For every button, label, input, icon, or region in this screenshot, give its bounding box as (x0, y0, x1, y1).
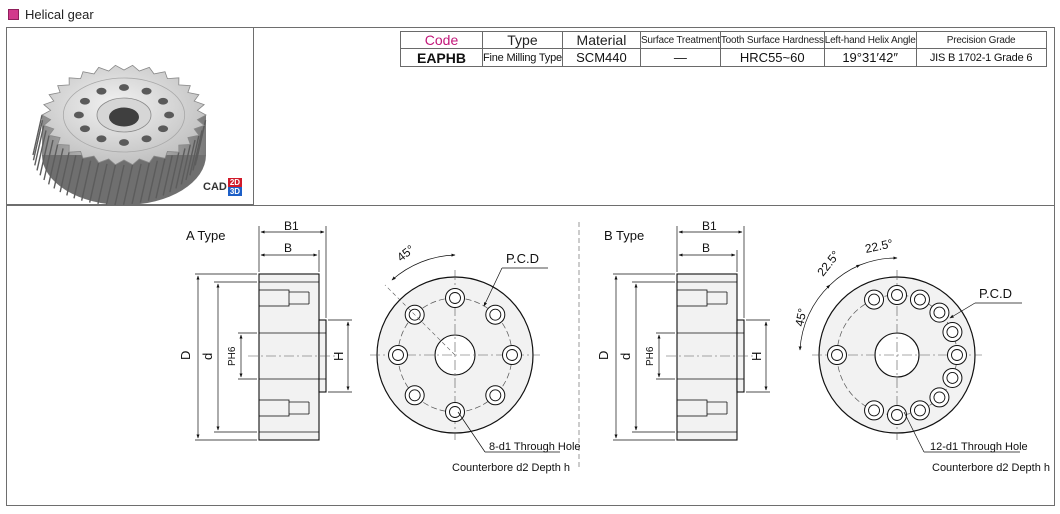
helical-gear-image (32, 64, 207, 205)
b-hole-note: 12-d1 Through Hole (930, 441, 1028, 453)
a-angle-label: 45° (394, 242, 417, 264)
b-angle-label-2: 22.5° (864, 236, 895, 256)
b-type-drawing: B Type B1 B D d PH6 (596, 219, 1050, 474)
a-dim-h: H (331, 352, 346, 361)
table-row: EAPHB Fine Milling Type SCM440 — HRC55~6… (400, 48, 1047, 67)
product-photo (6, 27, 254, 205)
cell-surface-treatment: — (639, 48, 721, 67)
b-dim-b: B (702, 241, 710, 255)
spec-table-header-row: Code Type Material Surface Treatment Too… (400, 31, 1047, 49)
a-dim-d-outer: D (178, 351, 193, 360)
cell-code[interactable]: EAPHB (400, 48, 483, 67)
b-dim-d-inner: d (618, 353, 633, 360)
b-dim-p: PH6 (645, 346, 656, 366)
cad-label: CAD (203, 181, 227, 193)
cell-hardness: HRC55~60 (719, 48, 825, 67)
divider (6, 205, 1055, 206)
b-angle-label-1: 22.5° (814, 248, 842, 279)
spec-table: Code Type Material Surface Treatment Too… (400, 31, 1047, 67)
a-dim-b1: B1 (284, 219, 299, 233)
a-dim-p: PH6 (227, 346, 238, 366)
header-type: Type (482, 31, 563, 49)
cad-3d-badge: 3D (227, 187, 243, 196)
cell-material: SCM440 (561, 48, 641, 67)
cell-precision-grade: JIS B 1702-1 Grade 6 (915, 48, 1047, 67)
b-counterbore-note: Counterbore d2 Depth h (932, 462, 1050, 474)
a-type-drawing: A Type B1 B D d (178, 219, 581, 474)
b-dim-h: H (749, 352, 764, 361)
b-type-title: B Type (604, 228, 644, 243)
cad-2d-badge: 2D (227, 178, 243, 187)
cad-download-button[interactable]: CAD 2D 3D (203, 177, 243, 197)
b-dim-d-outer: D (596, 351, 611, 360)
a-type-title: A Type (186, 228, 226, 243)
cell-type: Fine Milling Type (482, 48, 563, 67)
b-pcd-label: P.C.D (979, 286, 1012, 301)
a-dim-b: B (284, 241, 292, 255)
a-dim-d-inner: d (200, 353, 215, 360)
a-pcd-label: P.C.D (506, 251, 539, 266)
section-title: Helical gear (25, 6, 94, 22)
product-frame (6, 27, 1055, 506)
a-counterbore-note: Counterbore d2 Depth h (452, 462, 570, 474)
b-angle-label-3: 45° (792, 307, 810, 328)
a-hole-note: 8-d1 Through Hole (489, 441, 581, 453)
section-marker-icon (8, 8, 19, 20)
b-dim-b1: B1 (702, 219, 717, 233)
section-heading: Helical gear (8, 6, 94, 22)
